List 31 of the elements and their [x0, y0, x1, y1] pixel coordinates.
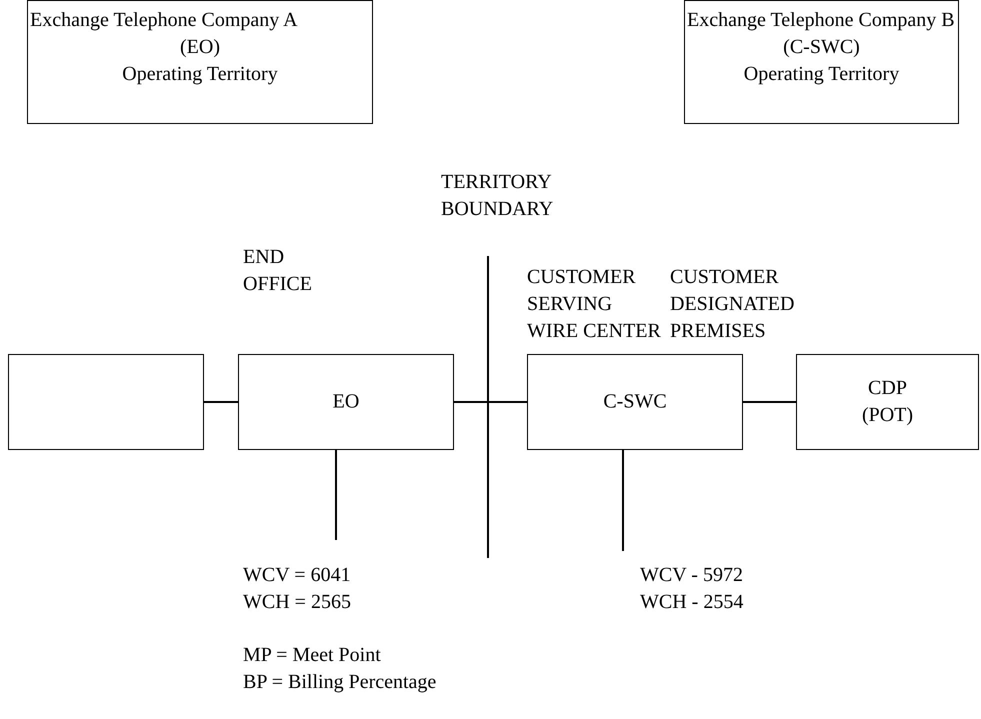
box-text: Operating Territory: [744, 62, 900, 87]
note-text: WCV - 5972: [640, 563, 743, 588]
note-text: WCV = 6041: [243, 563, 351, 588]
note-text: MP = Meet Point: [243, 643, 381, 668]
box-text: Exchange Telephone Company A: [29, 8, 298, 33]
territory-box: [684, 0, 959, 124]
box-text: (POT): [862, 403, 914, 428]
box-text: EO: [332, 390, 360, 414]
empty-box: [8, 354, 204, 450]
connector-line: [743, 401, 796, 403]
office-box: [527, 354, 743, 450]
box-text: Operating Territory: [122, 62, 278, 87]
box-text: CDP: [868, 376, 907, 401]
note-text: WCH - 2554: [640, 590, 744, 615]
territory-box: [27, 0, 373, 124]
connector-line: [454, 401, 527, 403]
box-text: C-SWC: [603, 390, 667, 414]
box-text: (EO): [180, 35, 220, 60]
connector-line: [204, 401, 238, 403]
office-box: [238, 354, 454, 450]
stub-line: [622, 450, 624, 551]
node-caption: CUSTOMER SERVING WIRE CENTER: [527, 265, 662, 344]
note-text: WCH = 2565: [243, 590, 351, 615]
stub-line: [335, 450, 337, 540]
node-caption: END OFFICE: [243, 245, 313, 297]
boundary-label: TERRITORY BOUNDARY: [441, 170, 554, 222]
office-box: [796, 354, 979, 450]
node-caption: CUSTOMER DESIGNATED PREMISES: [670, 265, 796, 344]
box-text: Exchange Telephone Company B: [686, 8, 955, 33]
box-text: (C-SWC): [783, 35, 860, 60]
note-text: BP = Billing Percentage: [243, 670, 436, 695]
